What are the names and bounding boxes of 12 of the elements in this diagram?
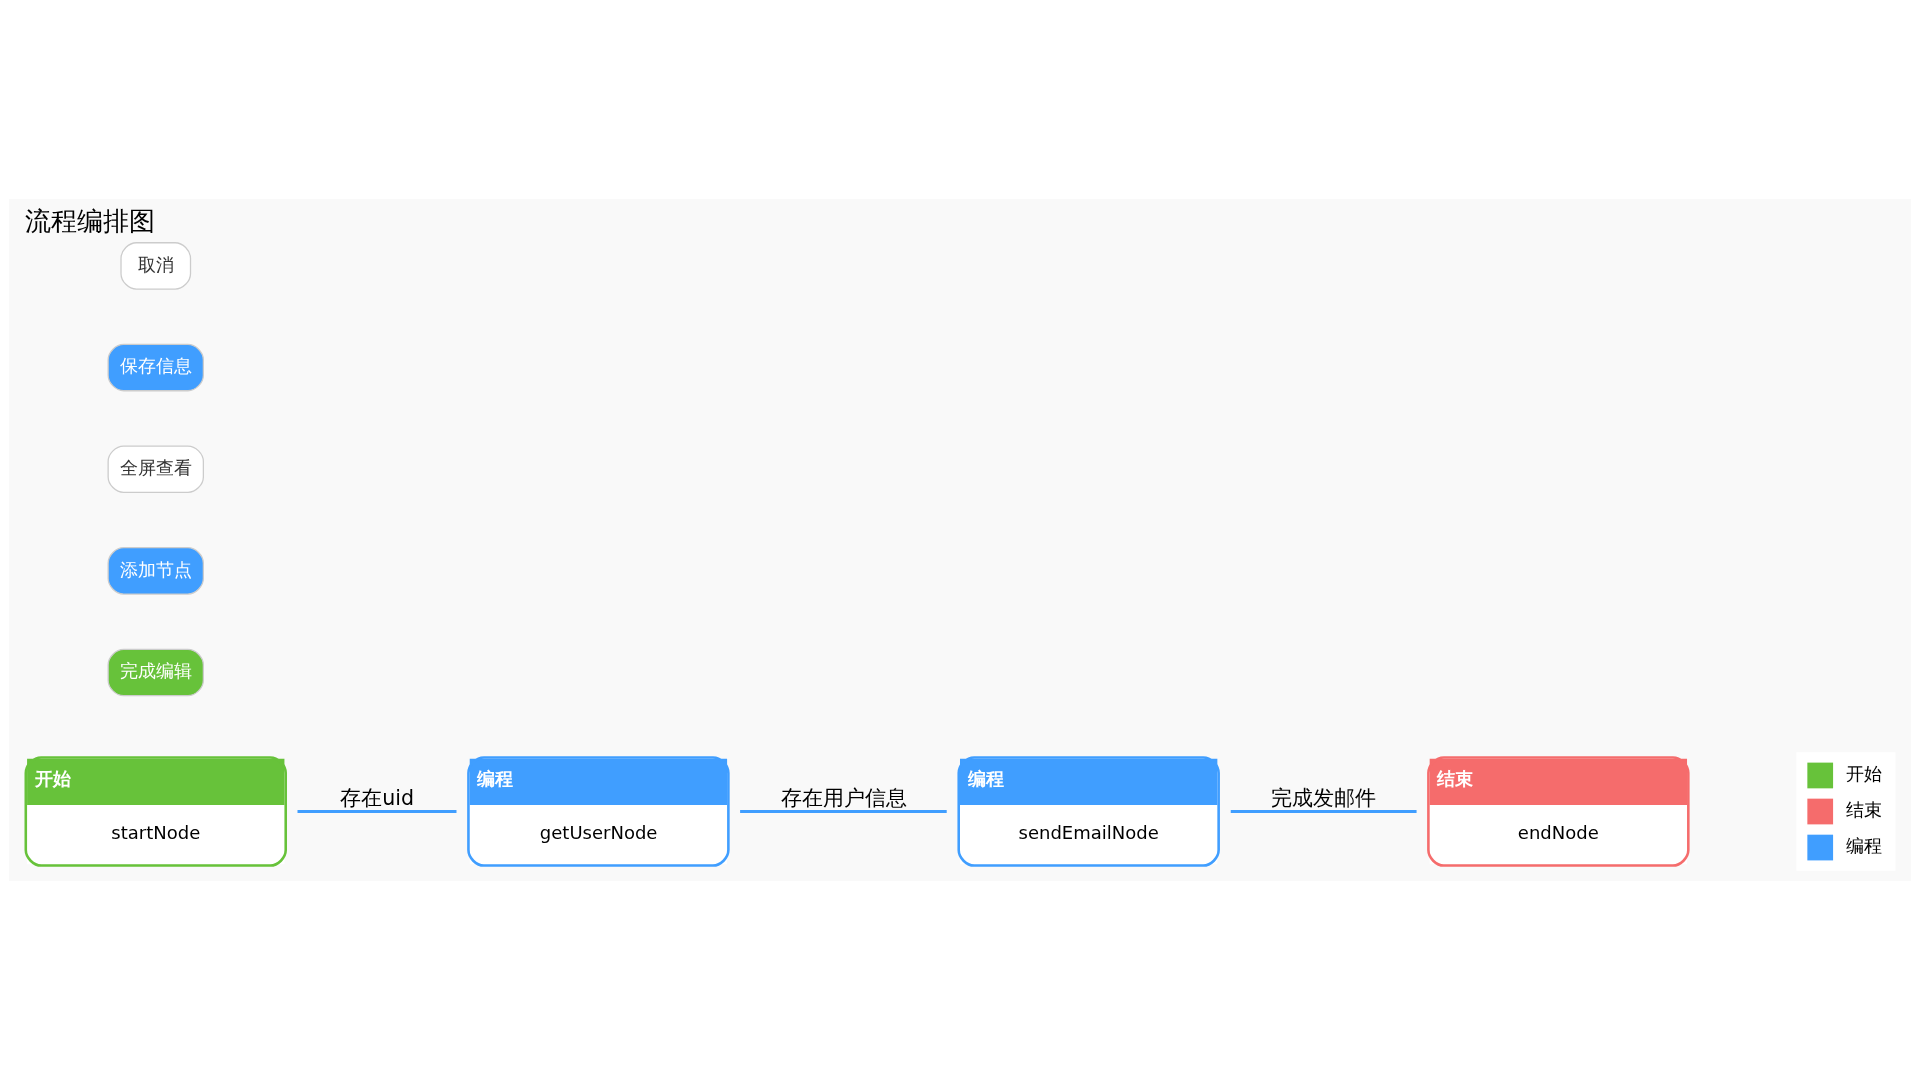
diagram-title: 流程编排图 (25, 205, 156, 236)
edge-label: 存在uid (340, 785, 414, 810)
label: 完成编辑 (119, 659, 192, 681)
legend-label: 编程 (1845, 834, 1882, 856)
edge-label: 存在用户信息 (780, 785, 907, 810)
edge-label: 完成发邮件 (1271, 785, 1377, 810)
label: 全屏查看 (119, 456, 192, 478)
legend-label: 结束 (1845, 798, 1882, 820)
label: 保存信息 (119, 354, 192, 376)
label: 添加节点 (119, 558, 192, 580)
legend-label: 开始 (1845, 762, 1882, 784)
label: 取消 (137, 253, 174, 275)
